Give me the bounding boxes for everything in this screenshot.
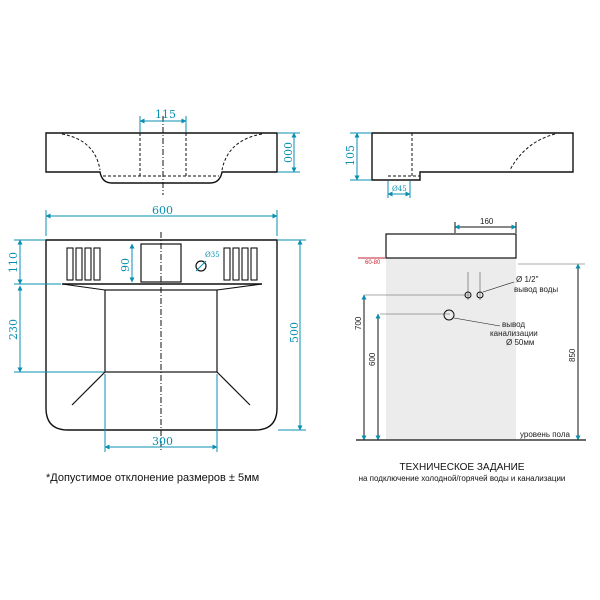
install-700-dim: 700	[354, 316, 363, 330]
side-elevation-view: 105 Ø45	[344, 132, 574, 198]
drain-size-label: Ø 50мм	[506, 338, 534, 347]
side-diameter-dim: Ø45	[392, 185, 407, 193]
front-height-dim: 000	[282, 142, 295, 163]
install-600-dim: 600	[368, 352, 377, 366]
installation-diagram: 160 60-80 Ø 1/2" вывод воды вывод канали…	[354, 217, 586, 441]
plan-left-top-dim: 110	[7, 252, 20, 273]
plan-left-mid-dim: 230	[7, 319, 20, 340]
plan-width-dim: 600	[152, 204, 173, 217]
basin-side-profile	[385, 233, 517, 259]
plan-hole-dim: Ø35	[205, 251, 220, 259]
spec-title: ТЕХНИЧЕСКОЕ ЗАДАНИЕ	[400, 462, 525, 473]
drain-label-1: вывод	[502, 320, 525, 329]
install-offset-dim: 60-80	[365, 260, 381, 266]
install-top-dim: 160	[480, 217, 494, 226]
plan-inner-dim: 90	[119, 258, 132, 272]
front-width-dim: 115	[155, 108, 176, 121]
plan-view: 600 Ø35 110 230 90	[7, 204, 306, 452]
spec-subtitle: на подключение холодной/горячей воды и к…	[359, 474, 566, 483]
water-outlet-label: вывод воды	[514, 285, 558, 294]
plan-bottom-dim: 300	[152, 435, 173, 448]
front-elevation-view: 115 000	[45, 108, 300, 195]
floor-label: уровень пола	[520, 430, 571, 439]
install-850-dim: 850	[568, 348, 577, 362]
water-size-label: Ø 1/2"	[516, 275, 539, 284]
side-height-dim: 105	[344, 145, 357, 166]
drain-label-2: канализации	[490, 329, 538, 338]
wall-area	[386, 258, 516, 440]
plan-right-dim: 500	[288, 322, 301, 343]
tolerance-note: *Допустимое отклонение размеров ± 5мм	[46, 472, 259, 484]
